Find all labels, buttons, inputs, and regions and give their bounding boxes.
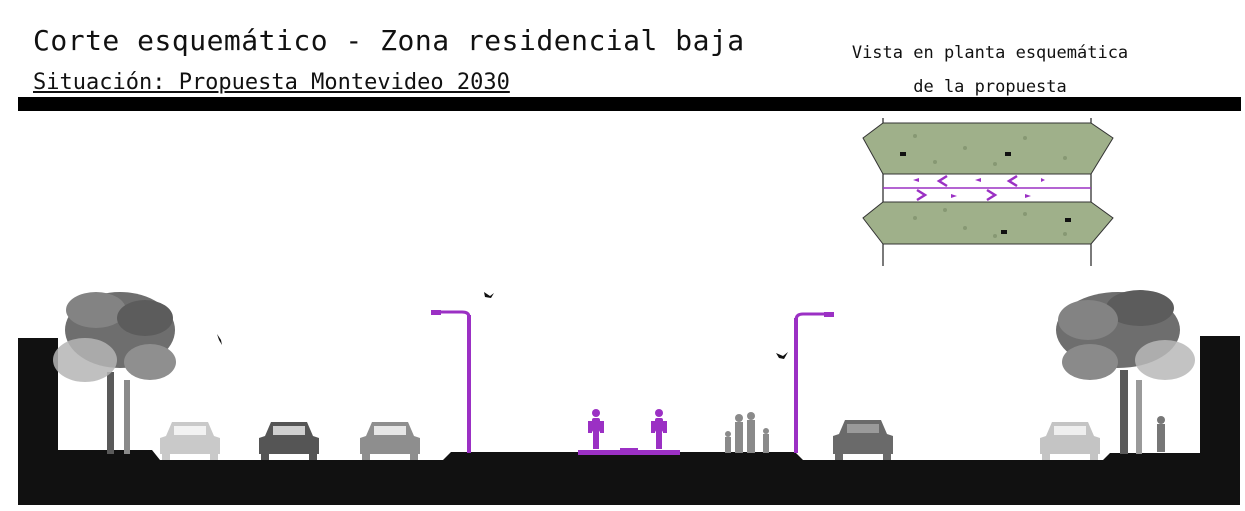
bird-icon bbox=[484, 292, 494, 298]
cyclist-icon bbox=[588, 409, 604, 449]
street-lamp-icon bbox=[431, 310, 471, 453]
diagram-title: Corte esquemático - Zona residencial baj… bbox=[33, 24, 745, 57]
tree-icon bbox=[1056, 290, 1195, 454]
plan-green-strip-top bbox=[862, 122, 1114, 175]
cyclist-icon bbox=[651, 409, 667, 449]
car-icon bbox=[1040, 422, 1100, 460]
car-icon bbox=[160, 422, 220, 460]
plan-view-diagram bbox=[862, 118, 1114, 266]
street-lamp-icon bbox=[794, 312, 834, 453]
ground-section bbox=[18, 336, 1240, 505]
diagram-subtitle: Situación: Propuesta Montevideo 2030 bbox=[33, 70, 510, 95]
car-icon bbox=[259, 422, 319, 460]
plan-view-label-line1: Vista en planta esquemática bbox=[851, 43, 1129, 63]
header-divider-bar bbox=[18, 97, 1241, 111]
car-icon bbox=[360, 422, 420, 460]
plan-view-label-line2: de la propuesta bbox=[913, 77, 1067, 97]
bike-lane bbox=[578, 450, 680, 455]
plan-green-strip-bottom bbox=[862, 201, 1114, 245]
bird-icon bbox=[217, 334, 222, 345]
plan-view-label: Vista en planta esquemática de la propue… bbox=[820, 36, 1160, 104]
bird-icon bbox=[776, 352, 788, 359]
direction-arrow-icon bbox=[916, 174, 1018, 202]
pedestrian-icon bbox=[1157, 416, 1165, 452]
tree-icon bbox=[53, 292, 176, 454]
car-icon bbox=[833, 420, 893, 460]
pedestrian-family-icon bbox=[725, 412, 769, 453]
